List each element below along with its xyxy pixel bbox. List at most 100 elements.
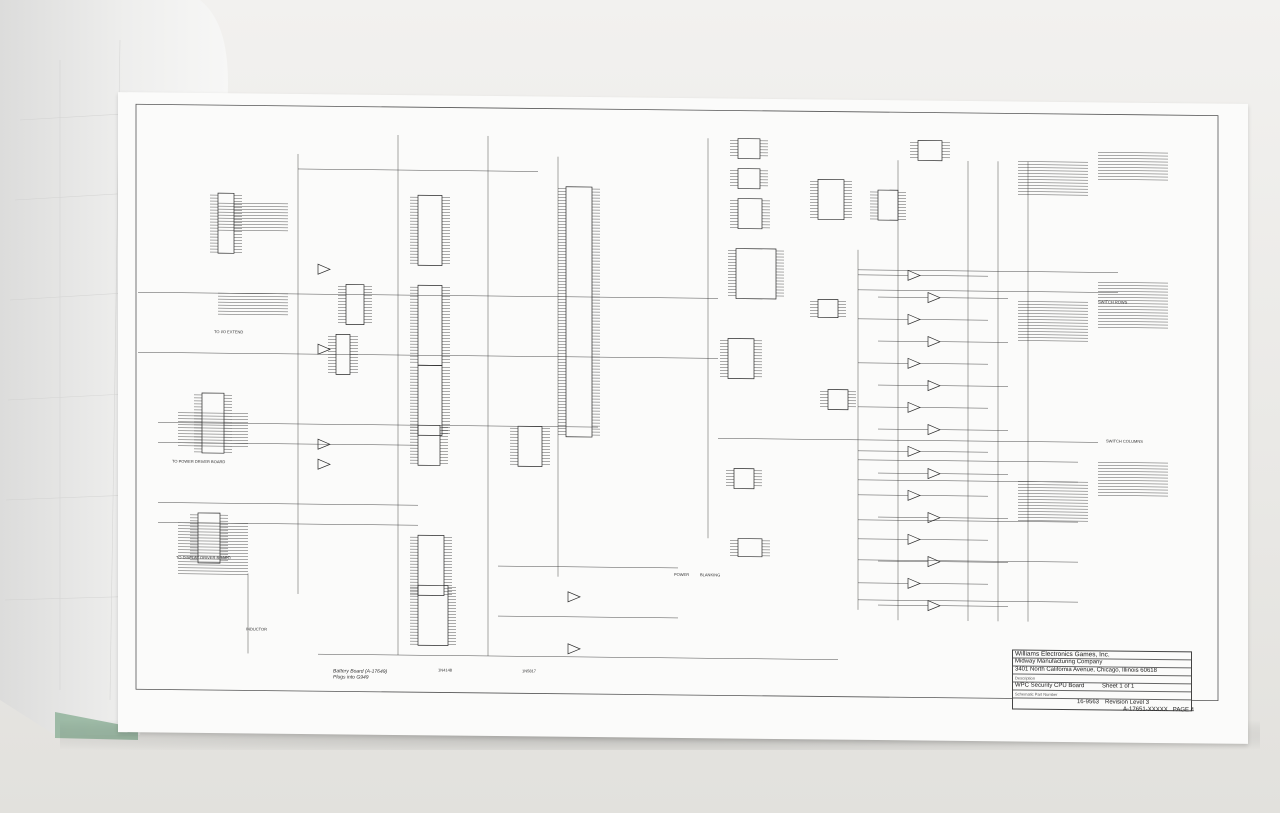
op-amp-symbol: [927, 336, 941, 348]
connector-wire: [1098, 285, 1168, 287]
battery-line-2: Plugs into G949: [333, 674, 369, 681]
signal-wire: [940, 429, 1008, 431]
display-driver-label: TO DISPLAY DRIVER BOARD: [176, 554, 231, 561]
connector-wire: [1018, 505, 1088, 507]
ic-chip: [417, 284, 443, 366]
connector-wire: [178, 522, 248, 524]
connector-wire: [1098, 176, 1168, 178]
connector-wire: [1018, 493, 1088, 495]
op-amp-symbol: [907, 313, 921, 325]
connector-wire: [178, 555, 248, 557]
op-amp-symbol: [907, 445, 921, 457]
connector-wire: [1018, 164, 1088, 166]
signal-wire: [940, 385, 1008, 387]
connector-wire: [1098, 155, 1168, 157]
connector-wire: [218, 208, 288, 211]
bus-wire: [858, 289, 1118, 293]
blanking-led-label: BLANKING: [700, 572, 721, 578]
ic-chip: [417, 534, 445, 596]
connector-wire: [178, 427, 248, 429]
op-amp-symbol: [907, 577, 921, 589]
signal-wire: [858, 582, 908, 584]
signal-wire: [940, 473, 1008, 475]
connector-wire: [1098, 489, 1168, 491]
op-amp-symbol: [927, 424, 941, 436]
connector-wire: [178, 564, 248, 566]
signal-wire: [920, 495, 988, 497]
connector-wire: [178, 558, 248, 560]
connector-wire: [178, 528, 248, 530]
connector-wire: [1018, 490, 1088, 492]
connector-wire: [1018, 185, 1088, 187]
connector-wire: [1098, 294, 1168, 296]
connector-wire: [178, 549, 248, 551]
signal-wire: [858, 406, 908, 408]
connector-wire: [1018, 511, 1088, 513]
op-amp-symbol: [927, 512, 941, 524]
connector-wire: [1098, 474, 1168, 476]
connector-wire: [218, 307, 288, 310]
ic-chip: [817, 299, 839, 318]
connector-wire: [1018, 502, 1088, 504]
connector-wire: [178, 573, 248, 575]
connector-wire: [1018, 301, 1088, 303]
title-block: Williams Electronics Games, Inc. Midway …: [1012, 649, 1192, 712]
connector-wire: [1018, 176, 1088, 178]
connector-wire: [1098, 318, 1168, 320]
connector-wire: [1018, 310, 1088, 312]
connector-wire: [1018, 520, 1088, 522]
schematic-drawing: [135, 103, 1219, 702]
ic-chip: [817, 179, 845, 221]
bus-wire: [498, 615, 678, 619]
connector-wire: [1098, 321, 1168, 323]
connector-wire: [1098, 167, 1168, 169]
signal-wire: [858, 274, 908, 276]
connector-wire: [178, 525, 248, 527]
page-footer: A-17651-XXXXX PAGE 4: [1104, 706, 1194, 714]
connector-wire: [218, 298, 288, 301]
connector-wire: [218, 229, 288, 232]
ic-chip: [737, 198, 763, 230]
connector-wire: [178, 424, 248, 426]
connector-wire: [178, 552, 248, 554]
inductor-label: INDUCTOR: [246, 626, 268, 632]
connector-wire: [178, 543, 248, 545]
connector-wire: [218, 301, 288, 304]
connector-wire: [178, 561, 248, 563]
op-amp-symbol: [927, 380, 941, 392]
bus-wire: [158, 502, 418, 506]
connector-wire: [1018, 167, 1088, 169]
connector-wire: [1018, 496, 1088, 498]
op-amp-symbol: [907, 489, 921, 501]
buffer-gate: [317, 458, 331, 470]
signal-wire: [920, 275, 988, 277]
connector-wire: [1018, 319, 1088, 321]
connector-wire: [1098, 468, 1168, 470]
signal-wire: [878, 384, 928, 386]
connector-wire: [178, 436, 248, 438]
sheet-number: Sheet 1 of 1: [1102, 683, 1135, 690]
connector-wire: [1098, 300, 1168, 302]
signal-wire: [940, 561, 1008, 563]
connector-wire: [218, 310, 288, 313]
power-driver-label: TO POWER DRIVER BOARD: [172, 458, 226, 465]
part-row: 16-9563 Revision Level 3: [1013, 698, 1191, 707]
signal-wire: [878, 472, 928, 474]
connector-wire: [1018, 191, 1088, 193]
ic-chip: [417, 424, 441, 466]
ic-chip: [735, 248, 777, 300]
signal-wire: [920, 407, 988, 409]
connector-wire: [178, 546, 248, 548]
signal-wire: [920, 583, 988, 585]
ic-chip: [827, 389, 849, 411]
connector-wire: [178, 567, 248, 569]
diode-label-2: 1N5817: [522, 668, 537, 674]
connector-wire: [1098, 324, 1168, 326]
connector-wire: [1018, 481, 1088, 483]
signal-wire: [858, 450, 908, 452]
buffer-gate: [567, 591, 581, 603]
connector-wire: [218, 205, 288, 208]
connector-wire: [1018, 316, 1088, 318]
op-amp-symbol: [907, 357, 921, 369]
connector-wire: [1018, 173, 1088, 175]
